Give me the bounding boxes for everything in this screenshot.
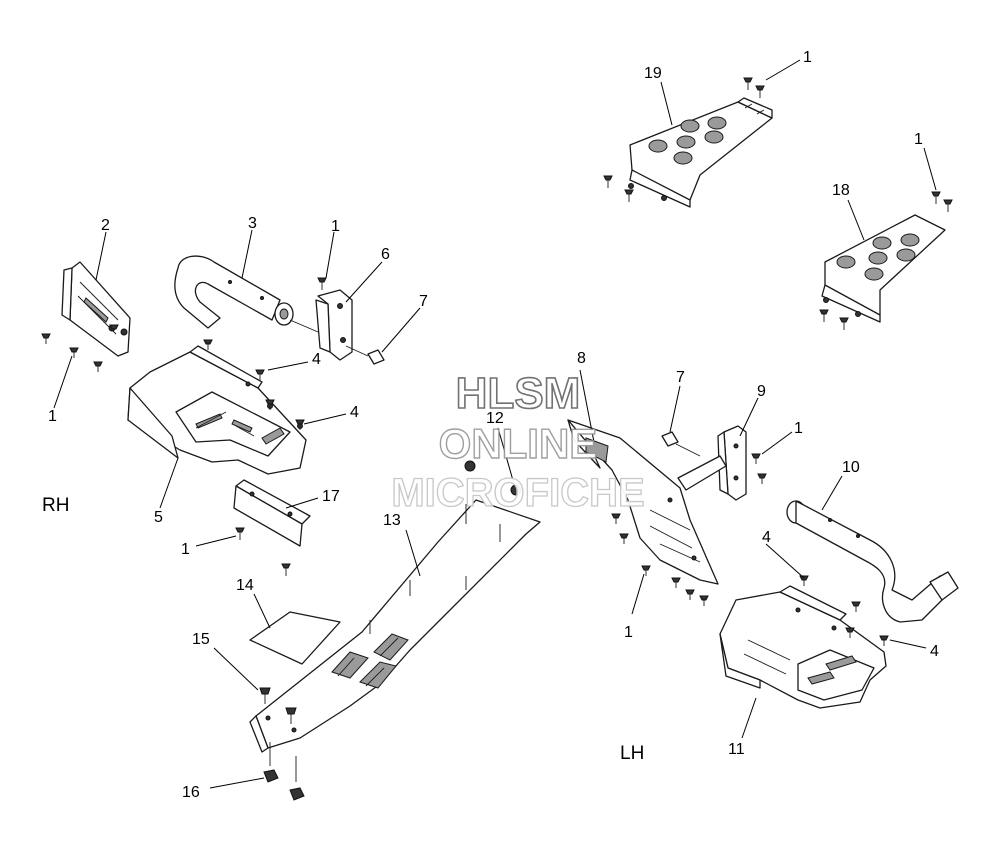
callout-4-d: 4 xyxy=(930,643,939,660)
watermark: HLSM ONLINE MICROFICHE xyxy=(391,368,646,515)
callout-15: 15 xyxy=(192,631,210,648)
watermark-line-2: ONLINE xyxy=(439,420,598,467)
callout-1-right: 1 xyxy=(914,131,923,148)
callout-6: 6 xyxy=(381,246,390,263)
callout-16: 16 xyxy=(182,784,200,801)
callout-1-a: 1 xyxy=(331,218,340,235)
callout-1-d: 1 xyxy=(794,420,803,437)
callout-19: 19 xyxy=(644,65,662,82)
part-14-decal xyxy=(249,611,341,665)
part-17-angle-bracket xyxy=(233,479,311,547)
part-7-pin-lh xyxy=(661,431,701,457)
callout-1-e: 1 xyxy=(624,624,633,641)
fastener-bolts-17 xyxy=(235,527,291,576)
callout-1-left: 1 xyxy=(48,408,57,425)
callout-8: 8 xyxy=(577,350,586,367)
part-19-footrest-plate xyxy=(628,97,773,208)
leader-lines xyxy=(53,59,937,789)
callout-4-b: 4 xyxy=(350,404,359,421)
fastener-bolts-2 xyxy=(41,324,119,372)
fastener-bolts-5 xyxy=(203,339,305,430)
part-10-lh-tube-bar xyxy=(786,500,959,623)
callout-7-mid: 7 xyxy=(676,369,685,386)
callout-10: 10 xyxy=(842,459,860,476)
rh-side-label: RH xyxy=(42,495,69,516)
callout-4-c: 4 xyxy=(762,529,771,546)
part-13-skid-plate xyxy=(249,499,541,753)
callout-11: 11 xyxy=(728,741,745,758)
callout-12: 12 xyxy=(486,410,504,427)
part-8-lh-bracket-plate xyxy=(567,419,719,585)
part-11-lh-housing xyxy=(719,585,887,709)
part-5-rh-housing xyxy=(127,345,307,475)
watermark-line-1: HLSM xyxy=(456,369,581,418)
watermark-line-3: MICROFICHE xyxy=(391,471,644,515)
callout-13: 13 xyxy=(383,512,401,529)
fastener-bolts-19 xyxy=(603,77,765,202)
fastener-bolts-11 xyxy=(799,575,889,646)
part-7-pin xyxy=(345,345,385,365)
callout-3: 3 xyxy=(248,215,257,232)
callout-4-a: 4 xyxy=(312,351,321,368)
callout-14: 14 xyxy=(236,577,254,594)
callout-1-top: 1 xyxy=(803,49,812,66)
part-6-bracket xyxy=(315,289,353,361)
part-18-footrest-plate xyxy=(821,214,946,323)
callout-18: 18 xyxy=(832,182,850,199)
callout-17: 17 xyxy=(322,488,340,505)
callout-2: 2 xyxy=(101,217,110,234)
callout-1-c: 1 xyxy=(181,541,190,558)
part-9-lh-bracket xyxy=(677,425,747,501)
fastener-bolt-6 xyxy=(317,277,327,290)
fastener-bolts-9 xyxy=(751,453,767,484)
part-2-mounting-bracket xyxy=(61,261,131,357)
lh-side-label: LH xyxy=(620,743,644,764)
fastener-bolts-8 xyxy=(611,513,709,606)
callout-labels: 19 1 1 18 2 3 1 6 7 4 1 4 5 17 1 8 7 9 1… xyxy=(48,49,939,801)
callout-5: 5 xyxy=(154,509,163,526)
callout-7-left: 7 xyxy=(419,293,428,310)
callout-9: 9 xyxy=(757,383,766,400)
part-16-clips xyxy=(263,742,305,801)
part-12-nuts xyxy=(464,460,522,496)
part-15-bolts xyxy=(259,687,297,724)
part-3-tube-bar xyxy=(174,255,319,333)
fastener-bolts-18 xyxy=(819,191,953,330)
